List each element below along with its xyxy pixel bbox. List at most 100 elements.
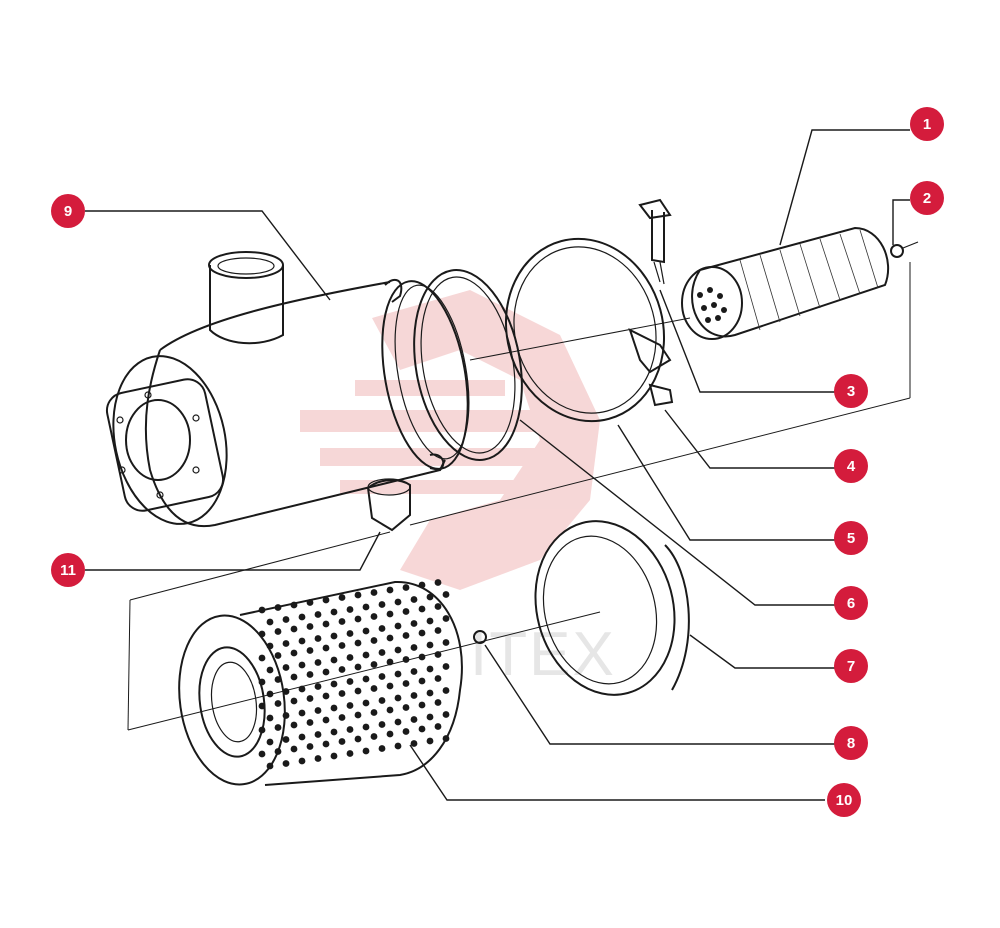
perforation-hole	[258, 678, 266, 686]
callout-4-label: 4	[847, 458, 856, 475]
perforation-hole	[410, 620, 418, 627]
perforation-hole	[370, 709, 378, 716]
perforation-hole	[354, 591, 362, 599]
perforation-hole	[346, 678, 354, 685]
leader-4	[664, 409, 835, 469]
perforation-hole	[346, 726, 354, 733]
part-8-center-nut	[473, 630, 487, 644]
perforation-hole	[370, 685, 378, 692]
leader-11	[85, 531, 381, 571]
perforation-hole	[306, 719, 314, 726]
perforation-hole	[362, 627, 370, 635]
callout-7: 7	[834, 649, 868, 683]
perforation-hole	[370, 589, 378, 596]
callout-11: 11	[51, 553, 85, 587]
perforation-hole	[266, 642, 274, 650]
callout-4-badge	[834, 449, 868, 483]
perforation-hole	[378, 745, 386, 752]
perforation-hole	[314, 731, 322, 738]
perforation-hole	[442, 687, 450, 694]
perforation-hole	[442, 615, 450, 622]
callout-2-label: 2	[923, 190, 931, 207]
perforation-hole	[314, 755, 322, 762]
perforation-hole	[370, 661, 378, 668]
perforation-hole	[378, 673, 386, 680]
perforation-hole	[442, 591, 450, 598]
perforation-hole	[306, 695, 314, 702]
perforation-hole	[442, 735, 450, 742]
perforation-hole	[274, 724, 282, 731]
perforation-hole	[442, 639, 450, 646]
perforation-hole	[282, 736, 290, 743]
perforation-hole	[354, 663, 362, 671]
perforation-hole	[274, 748, 282, 755]
perforation-hole	[426, 713, 434, 721]
perforation-hole	[426, 641, 434, 649]
part-5-clamp-band	[504, 237, 674, 423]
perforation-hole	[298, 613, 306, 621]
callout-10: 10	[827, 783, 861, 817]
perforation-hole	[426, 593, 434, 601]
perforation-hole	[346, 750, 354, 757]
perforation-hole	[282, 616, 290, 623]
callout-10-badge	[827, 783, 861, 817]
perforation-hole	[442, 711, 450, 718]
perforation-hole	[386, 706, 394, 714]
perforation-hole	[394, 670, 402, 678]
callout-6-label: 6	[847, 595, 855, 612]
filter-element-perforations	[258, 579, 450, 770]
callout-9: 9	[51, 194, 85, 228]
watermark-bar-2	[320, 448, 570, 466]
perforation-hole	[338, 642, 346, 649]
leader-9	[85, 210, 331, 301]
perforation-hole	[354, 687, 362, 695]
perforation-hole	[362, 699, 370, 707]
perforation-hole	[306, 743, 314, 750]
perforation-hole	[282, 712, 290, 719]
leader-1	[779, 129, 910, 246]
perforation-hole	[362, 675, 370, 683]
perforation-hole	[346, 630, 354, 637]
perforation-hole	[298, 637, 306, 645]
callout-6-badge	[834, 586, 868, 620]
perforation-hole	[258, 606, 266, 614]
perforation-hole	[402, 728, 410, 735]
perforation-hole	[418, 701, 426, 709]
perforation-hole	[354, 735, 362, 743]
perforation-hole	[346, 654, 354, 661]
perforation-hole	[442, 663, 450, 670]
callout-9-label: 9	[64, 203, 72, 220]
perforation-hole	[394, 718, 402, 726]
perforation-hole	[266, 618, 274, 626]
callout-8: 8	[834, 726, 868, 760]
perforation-hole	[306, 623, 314, 630]
perforation-hole	[274, 652, 282, 659]
callout-4: 4	[834, 449, 868, 483]
callout-1: 1	[910, 107, 944, 141]
perforation-hole	[338, 666, 346, 673]
perforation-hole	[394, 646, 402, 654]
watermark-logo	[300, 290, 600, 590]
perforation-hole	[402, 632, 410, 639]
perforation-hole	[418, 677, 426, 685]
perforation-hole	[338, 690, 346, 697]
perforation-hole	[378, 721, 386, 728]
callout-5-badge	[834, 521, 868, 555]
callout-9-badge	[51, 194, 85, 228]
perforation-hole	[394, 622, 402, 630]
leader-5	[617, 424, 835, 541]
callout-10-label: 10	[836, 792, 853, 809]
perforation-hole	[354, 615, 362, 623]
perforation-hole	[274, 604, 282, 611]
perforation-hole	[362, 603, 370, 611]
leader-3	[659, 289, 835, 393]
callout-7-label: 7	[847, 658, 855, 675]
perforation-hole	[314, 635, 322, 642]
callout-3-badge	[834, 374, 868, 408]
perforation-hole	[346, 606, 354, 613]
perforation-hole	[330, 680, 338, 688]
perforation-hole	[322, 692, 330, 700]
perforation-hole	[378, 625, 386, 632]
perforation-hole	[274, 676, 282, 683]
